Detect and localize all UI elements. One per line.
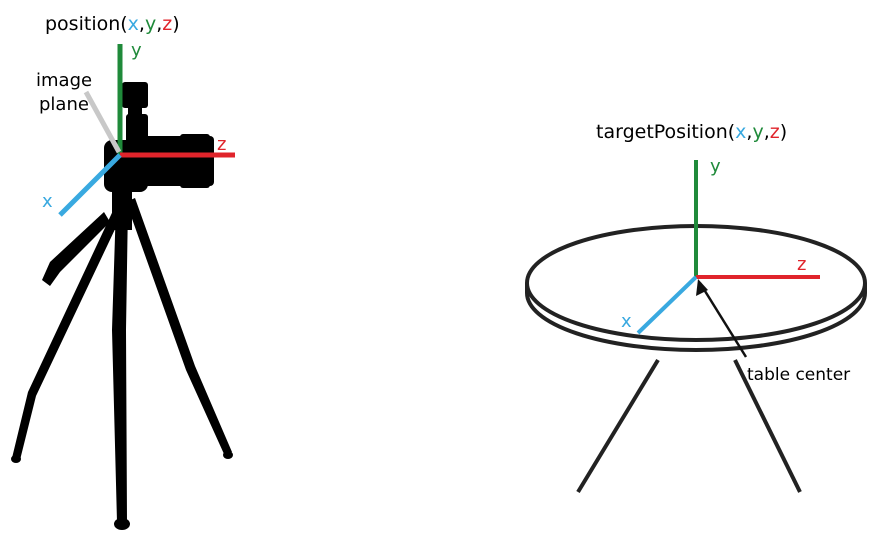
image-plane-arrow [86,92,119,152]
table-y-label: y [710,156,721,177]
tripod [11,190,233,530]
camera-title: position(x,y,z) [45,13,180,35]
table-z-label: z [797,254,806,275]
tripod-foot [114,518,130,530]
camera-y-label: y [131,40,142,61]
table-x-label: x [621,311,632,332]
tripod-leg-center [112,205,128,522]
table-leg-left [578,360,658,492]
tripod-leg-left [12,200,126,460]
tripod-leg-right [126,198,232,454]
camera-z-label: z [217,134,226,155]
camera-x-label: x [42,191,53,212]
table-title: targetPosition(x,y,z) [596,121,787,143]
tripod-column [112,190,132,230]
image-plane-label-line1: image [36,70,92,91]
table-center-label: table center [747,365,850,385]
image-plane-label-line2: plane [39,94,89,115]
